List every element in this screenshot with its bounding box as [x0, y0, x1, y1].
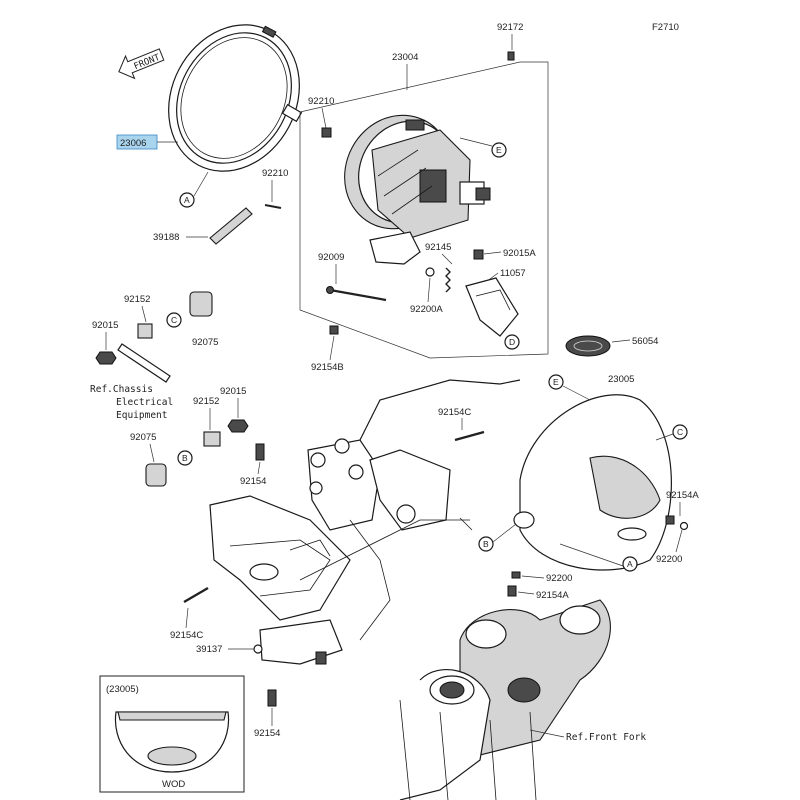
bolt-92154c-bottom: [183, 586, 209, 604]
label-92154-b: 92154: [254, 728, 280, 739]
svg-text:D: D: [509, 337, 515, 347]
headlight-unit-bracket-lines: [299, 61, 549, 359]
callout-c-left: [166, 312, 182, 328]
callout-a-rim: [179, 192, 195, 208]
label-92200-mid: 92200: [546, 573, 572, 584]
bolt-92154a-right: [665, 515, 675, 525]
rim-tab: [281, 103, 303, 123]
label-92154A-right: 92154A: [666, 490, 699, 501]
label-92200-right: 92200: [656, 554, 682, 565]
bolt-92154b: [329, 325, 339, 335]
svg-text:C: C: [677, 427, 683, 437]
washer-92200a: [425, 267, 435, 277]
grommet-92075-b: [145, 463, 167, 487]
label-92172: 92172: [497, 22, 523, 33]
highlighted-part-23006[interactable]: 23006: [116, 134, 158, 150]
collar-92152-a: [137, 323, 153, 339]
inset-23005-wod: (23005) WOD: [99, 675, 245, 793]
label-92154C-bottom: 92154C: [170, 630, 203, 641]
callout-d: [504, 334, 520, 350]
bolt-92154-b: [267, 689, 277, 707]
label-23005: 23005: [608, 374, 634, 385]
inset-title: (23005): [106, 684, 139, 695]
headlight-rim: [168, 24, 300, 172]
callout-b-left: [177, 450, 193, 466]
screw-92210: [264, 204, 282, 209]
bracket-11057: [465, 277, 519, 337]
label-92075-a: 92075: [192, 337, 218, 348]
collar-92152-b: [203, 431, 221, 447]
callout-e-housing: [491, 142, 507, 158]
label-92154A-mid: 92154A: [536, 590, 569, 601]
bolt-92154-a: [255, 443, 265, 461]
label-92075-b: 92075: [130, 432, 156, 443]
clip-92210: [321, 127, 332, 138]
label-92210-a: 92210: [308, 96, 334, 107]
label-92154C-top: 92154C: [438, 407, 471, 418]
svg-text:A: A: [184, 195, 190, 205]
headlight-housing: [344, 114, 491, 239]
bolt-92154c-top: [454, 430, 485, 442]
svg-text:E: E: [496, 145, 502, 155]
label-92015-b: 92015: [220, 386, 246, 397]
svg-text:B: B: [483, 539, 489, 549]
callout-c-cover: [672, 424, 688, 440]
inset-caption: WOD: [162, 779, 185, 790]
svg-text:B: B: [182, 453, 188, 463]
front-fork-assembly: [399, 599, 611, 800]
spring-92145: [445, 267, 451, 293]
ref-front-fork: Ref.Front Fork: [566, 732, 646, 743]
label-92015-a: 92015: [92, 320, 118, 331]
label-39137: 39137: [196, 644, 222, 655]
nut-92015a: [473, 249, 484, 260]
label-92154B: 92154B: [311, 362, 344, 373]
callout-a-cover: [622, 556, 638, 572]
nut-92015-a: [95, 351, 117, 365]
headlight-bracket-assembly: [209, 379, 521, 665]
housing-mount: [369, 231, 421, 265]
label-11057: 11057: [500, 268, 526, 279]
label-92210-b: 92210: [262, 168, 288, 179]
label-92145: 92145: [425, 242, 451, 253]
svg-text:23006: 23006: [120, 138, 146, 149]
svg-text:C: C: [171, 315, 177, 325]
label-92015A: 92015A: [503, 248, 536, 259]
ref-chassis-line1: Ref.Chassis: [90, 384, 153, 395]
chassis-ref-strap: [117, 343, 171, 383]
label-92154-a: 92154: [240, 476, 266, 487]
figure-code: F2710: [652, 22, 679, 33]
label-23004: 23004: [392, 52, 418, 63]
bolt-92009: [329, 288, 387, 302]
label-92152-b: 92152: [193, 396, 219, 407]
headlight-cover-23005: [513, 394, 672, 571]
ref-chassis-line2: Electrical: [116, 397, 173, 408]
callout-b-cover: [478, 536, 494, 552]
label-92200A: 92200A: [410, 304, 443, 315]
label-39188: 39188: [153, 232, 179, 243]
emblem-56054: [565, 335, 611, 357]
label-92009: 92009: [318, 252, 344, 263]
bolt-92172: [507, 51, 515, 61]
washer-39137: [253, 644, 263, 654]
washer-92200-mid: [511, 571, 521, 579]
nut-92015-b: [227, 419, 249, 433]
svg-text:A: A: [627, 559, 633, 569]
label-92152-a: 92152: [124, 294, 150, 305]
callout-e-cover: [548, 374, 564, 390]
svg-text:E: E: [553, 377, 559, 387]
gasket-39188: [209, 207, 253, 245]
label-56054: 56054: [632, 336, 658, 347]
washer-92200-right: [679, 521, 689, 531]
bolt-92154a-mid: [507, 585, 517, 597]
ref-chassis-line3: Equipment: [116, 410, 167, 421]
grommet-92075-a: [189, 291, 213, 317]
front-arrow-icon: FRONT: [118, 48, 165, 80]
